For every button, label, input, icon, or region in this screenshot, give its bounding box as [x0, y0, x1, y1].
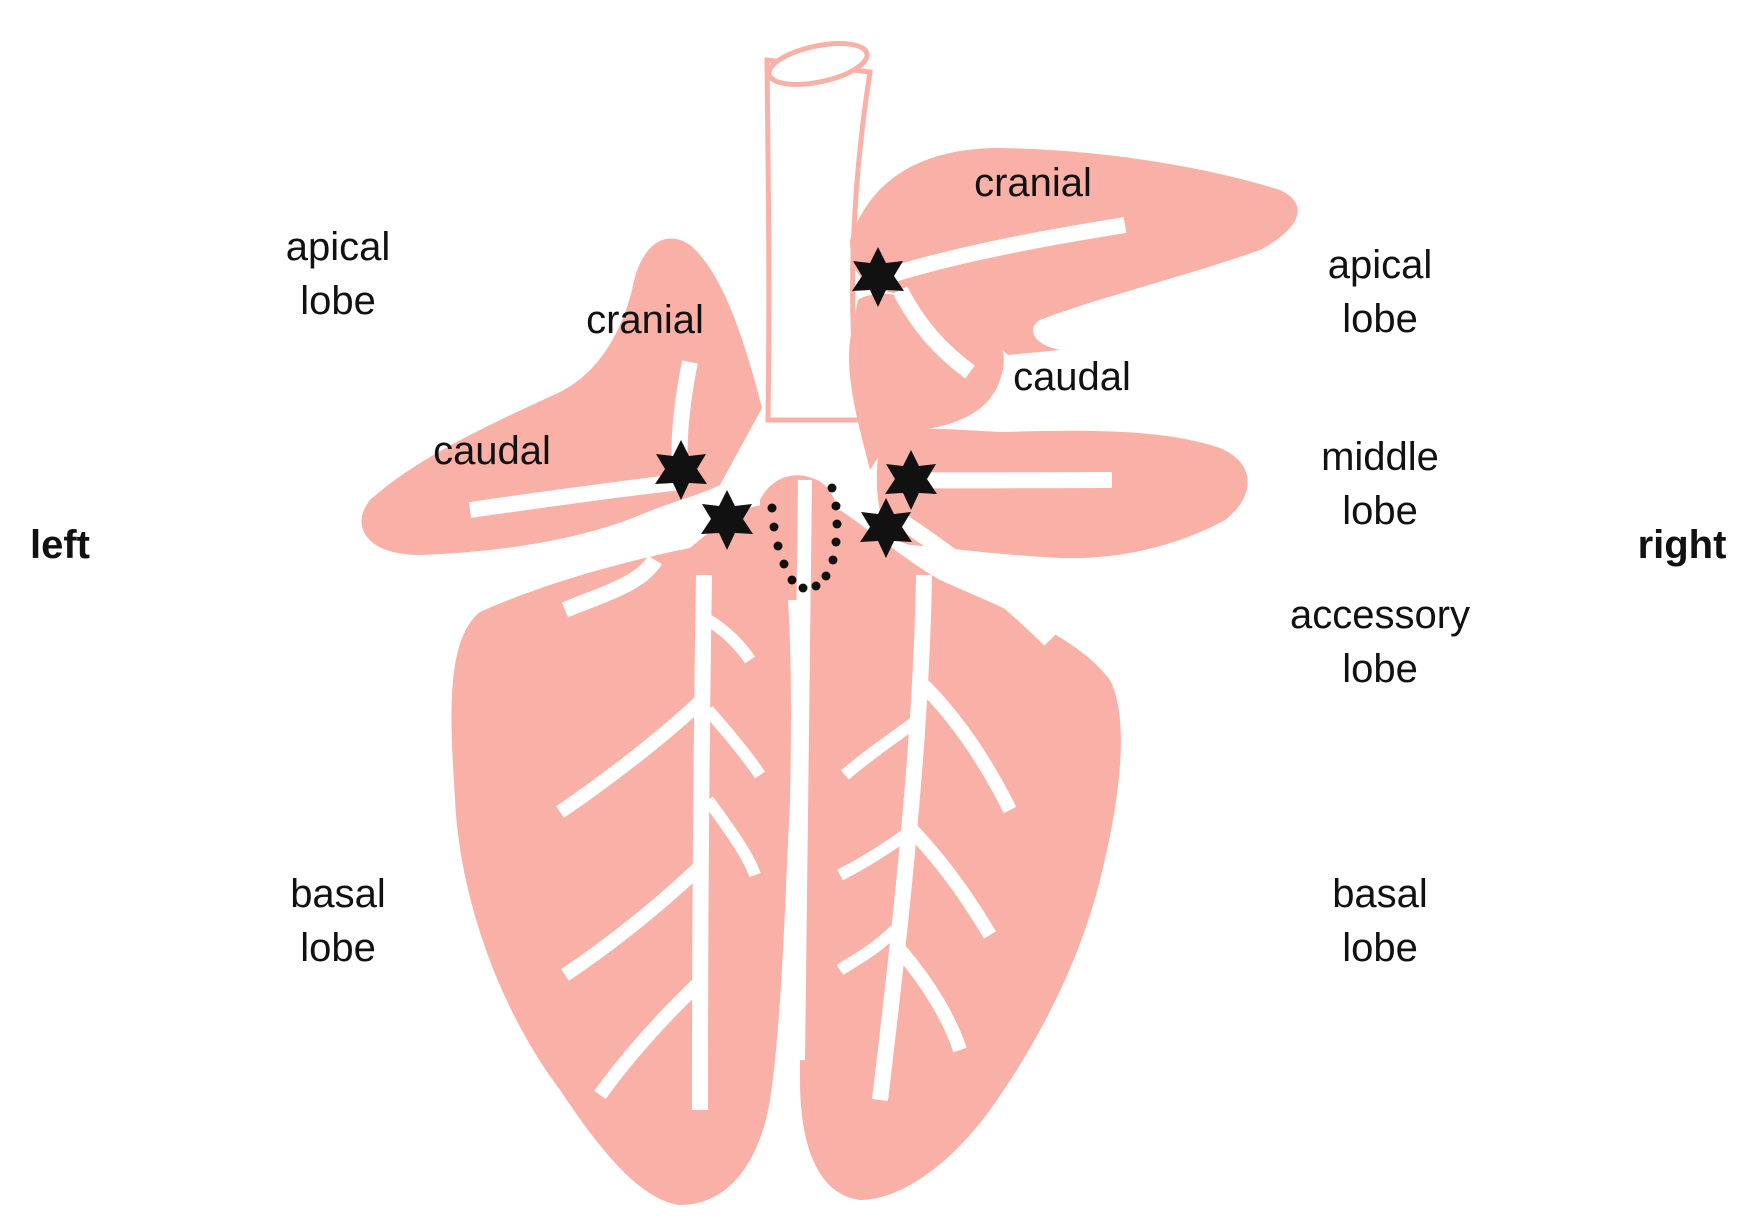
accessory-lobe-label-line2: lobe — [1342, 647, 1418, 691]
star-marker — [885, 450, 937, 510]
right-middle-lobe-label-line2: lobe — [1342, 489, 1418, 533]
accessory-lobe-dotted-outline — [767, 483, 842, 593]
right-apical-caudal-label: caudal — [1013, 355, 1131, 399]
left-apical-lobe — [361, 238, 762, 555]
left-apical-caudal-label: caudal — [433, 429, 551, 473]
left-basal-lobe-label-line2: lobe — [300, 926, 376, 970]
right-side-label: right — [1638, 523, 1727, 567]
left-side-label: left — [30, 523, 90, 567]
left-apical-lobe-label-line2: lobe — [300, 279, 376, 323]
bronchial-tree — [468, 217, 1127, 1111]
right-apical-cranial-label: cranial — [974, 161, 1092, 205]
right-basal-lobe-label-line2: lobe — [1342, 926, 1418, 970]
right-basal-lobe — [799, 510, 1121, 1200]
right-apical-lobe-label-line1: apical — [1328, 243, 1433, 287]
star-marker — [655, 440, 707, 500]
star-markers — [655, 247, 937, 558]
right-apical-lobe-label-line2: lobe — [1342, 297, 1418, 341]
right-middle-lobe — [876, 428, 1248, 559]
right-middle-lobe-label-line1: middle — [1321, 435, 1439, 479]
star-marker — [701, 490, 753, 550]
right-apical-lobe-cranial — [850, 148, 1298, 355]
star-marker — [852, 247, 904, 307]
left-apical-lobe-label-line1: apical — [286, 225, 391, 269]
star-marker — [860, 498, 912, 558]
right-basal-lobe-label-line1: basal — [1332, 872, 1428, 916]
accessory-lobe-label-line1: accessory — [1290, 593, 1470, 637]
left-basal-lobe-label-line1: basal — [290, 872, 386, 916]
right-apical-lobe-caudal — [849, 293, 1004, 470]
left-apical-cranial-label: cranial — [586, 298, 704, 342]
